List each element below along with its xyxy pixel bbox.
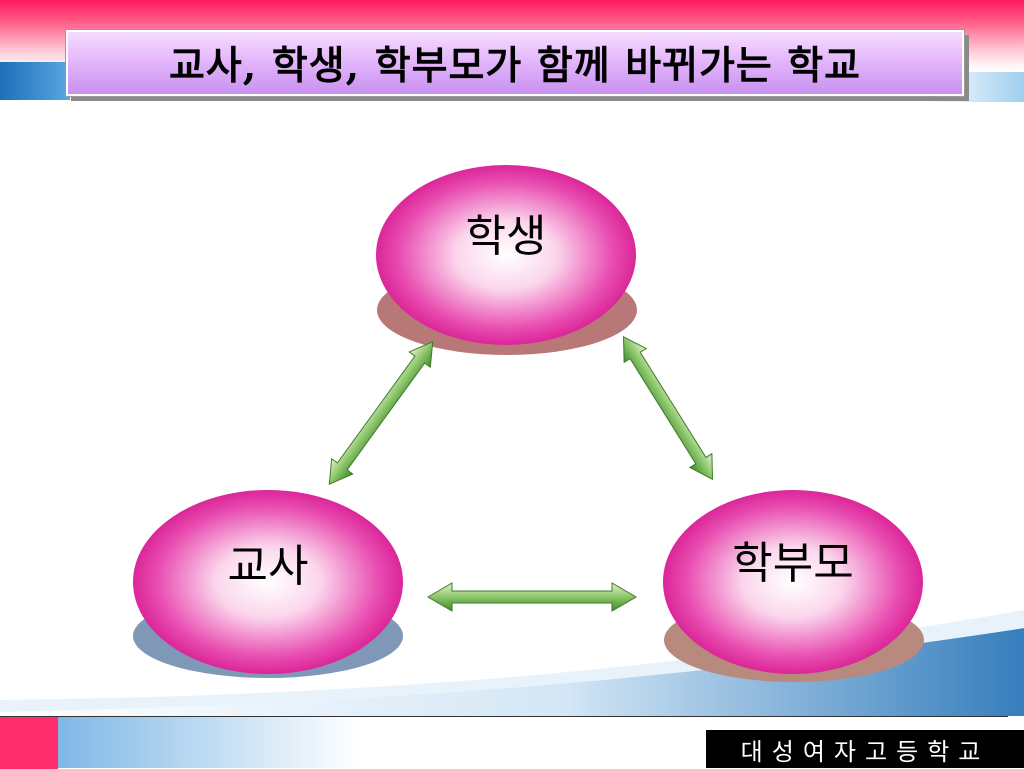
title-box: 교사, 학생, 학부모가 함께 바뀌가는 학교 [65,29,965,97]
node-parent [663,490,924,682]
node-student-label: 학생 [465,211,547,262]
node-teacher [133,490,403,678]
node-teacher-label: 교사 [227,541,309,592]
top-left-accent [0,62,70,100]
footer-school-name: 대성여자고등학교 [706,730,1024,768]
node-parent-label: 학부모 [732,538,854,589]
node-teacher-ellipse [133,490,403,674]
arrow-teacher-parent [427,582,637,612]
arrow-teacher-student [328,341,434,485]
footer-divider [58,716,1008,717]
footer-accent-square [0,716,58,769]
slide-title: 교사, 학생, 학부모가 함께 바뀌가는 학교 [168,43,862,89]
node-student-ellipse [376,165,636,345]
footer-left-gradient [58,717,358,768]
node-parent-ellipse [663,490,923,674]
arrow-student-parent [622,335,714,481]
node-student [376,165,637,355]
